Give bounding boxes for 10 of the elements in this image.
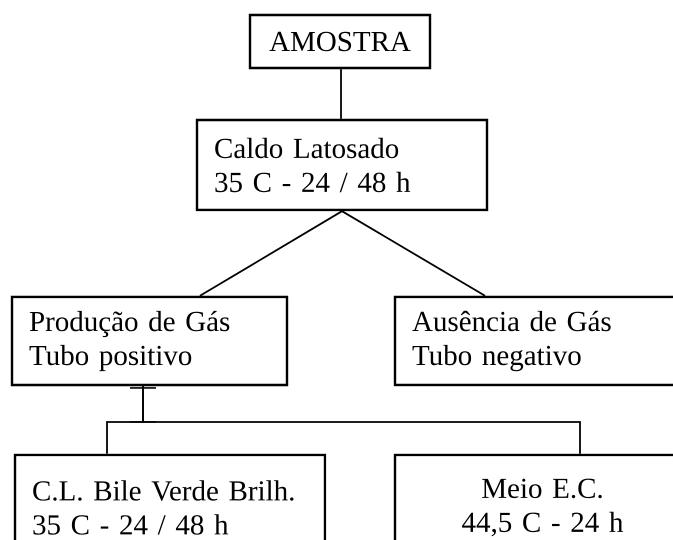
sample-box: AMOSTRA xyxy=(248,14,432,70)
process-box: C.L. Bile Verde Brilh. 35 C - 24 / 48 h xyxy=(14,454,326,540)
connector-line xyxy=(142,386,581,454)
connector-line xyxy=(342,210,486,297)
connector-line xyxy=(200,210,342,297)
process-box: Caldo Latosado 35 C - 24 / 48 h xyxy=(196,118,488,212)
process-box: Ausência de Gás Tubo negativo xyxy=(394,296,673,386)
process-box: Produção de Gás Tubo positivo xyxy=(10,296,288,386)
process-box: Meio E.C. 44,5 C - 24 h xyxy=(394,454,673,540)
connector-line xyxy=(340,69,342,119)
